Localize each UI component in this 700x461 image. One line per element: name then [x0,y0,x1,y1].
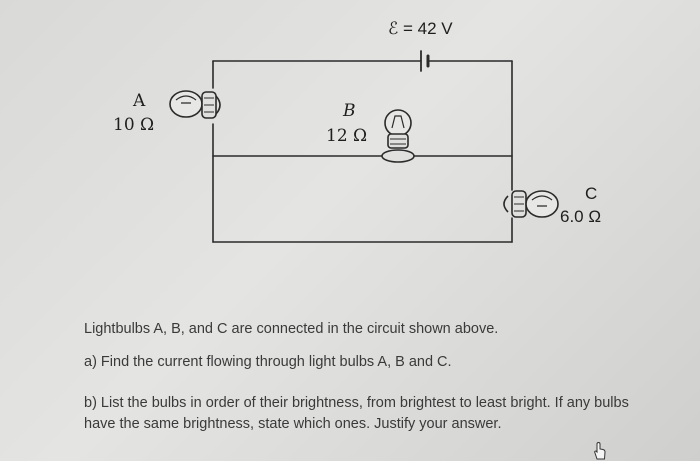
bulb-a-icon [169,90,221,119]
bulb-a-resistance: 10 Ω [113,115,154,135]
question-part-b: b) List the bulbs in order of their brig… [84,395,629,432]
bulb-c-resistance: 6.0 Ω [560,207,601,226]
emf-label: ℰ = 42 V [388,19,453,38]
question-intro: Lightbulbs A, B, and C are connected in … [84,321,499,337]
bulb-c-icon [503,190,559,218]
bulb-b-name: B [342,101,356,121]
circuit-diagram: ℰ = 42 V A 10 Ω B 12 Ω C 6.0 Ω [113,19,601,243]
bulb-c-name: C [585,184,597,203]
bulb-a-name: A [132,91,146,111]
battery-icon [420,50,430,72]
question-part-a: a) Find the current flowing through ligh… [84,354,452,370]
bulb-b-icon [381,109,415,163]
hand-pointer-icon [594,441,606,460]
bulb-b-resistance: 12 Ω [326,126,367,146]
